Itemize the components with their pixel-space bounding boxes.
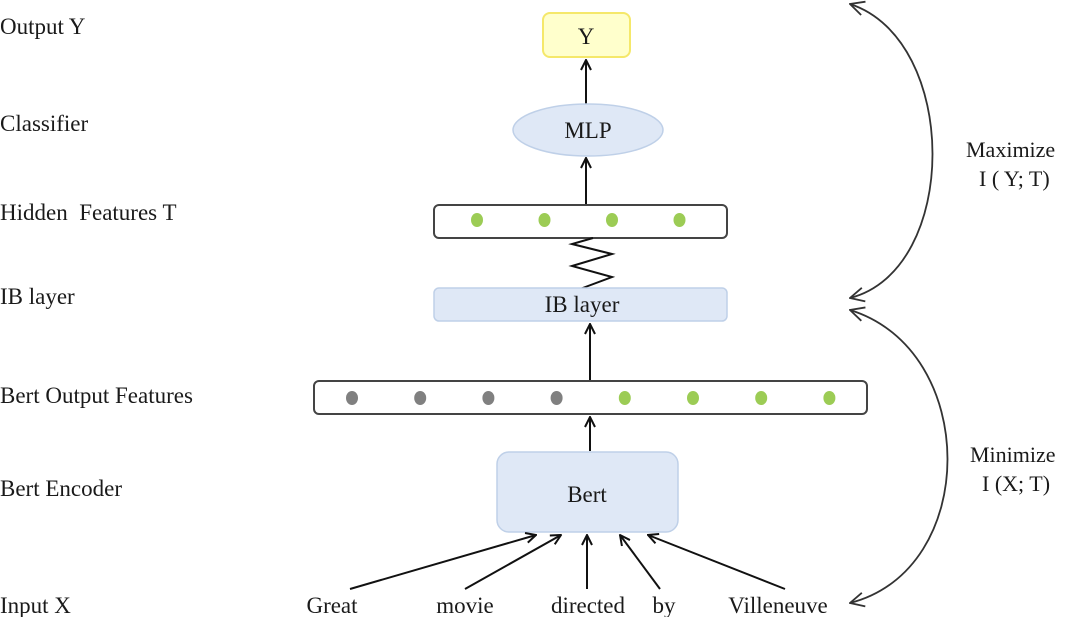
input-word: movie (436, 593, 494, 617)
maximize-curve-arrow (850, 4, 934, 298)
input-arrows (349, 535, 786, 590)
mlp-text: MLP (564, 118, 611, 143)
zigzag-sampling-icon (568, 237, 616, 290)
minimize-objective: Minimize I (X; T) (970, 442, 1056, 496)
mlp-ellipse (512, 103, 664, 157)
bert-output-frame (313, 380, 868, 415)
feature-dot-green (755, 391, 768, 405)
feature-dot-green (687, 391, 699, 405)
maximize-formula: I ( Y; T) (979, 166, 1050, 191)
hidden-features-frame (433, 204, 728, 239)
input-word: Villeneuve (728, 593, 828, 617)
bert-output-dots (346, 391, 836, 405)
hidden-feature-dots (471, 213, 686, 227)
arrow-word-great (349, 535, 536, 590)
bert-box (496, 451, 679, 533)
ib-layer-node: IB layer (433, 287, 728, 322)
input-word: by (653, 593, 677, 617)
bert-encoder-node: Bert (496, 451, 679, 533)
ib-layer-text: IB layer (545, 292, 620, 317)
hidden-features-bar (433, 204, 728, 239)
maximize-objective: Maximize I ( Y; T) (966, 137, 1055, 191)
feature-dot-green (538, 213, 551, 227)
feature-dot-gray (346, 391, 358, 405)
bert-output-features-bar (313, 380, 868, 415)
label-bert-encoder: Bert Encoder (0, 476, 122, 501)
feature-dot-green (618, 391, 631, 405)
label-bert-output-features: Bert Output Features (0, 383, 193, 408)
output-text: Y (578, 24, 595, 49)
feature-dot-green (823, 391, 836, 405)
feature-dot-green (471, 213, 483, 227)
maximize-label: Maximize (966, 137, 1055, 162)
feature-dot-gray (550, 391, 563, 405)
label-ib-layer: IB layer (0, 284, 75, 309)
minimize-formula: I (X; T) (982, 471, 1050, 496)
arrow-word-movie (464, 535, 561, 590)
ib-layer-box (433, 287, 728, 322)
arrow-word-by (620, 535, 661, 590)
layer-labels: Output Y Classifier Hidden Features T IB… (0, 14, 193, 617)
feature-dot-green (606, 213, 618, 227)
label-classifier: Classifier (0, 111, 88, 136)
arrow-word-villeneuve (648, 535, 786, 590)
input-words: Great movie directed by Villeneuve (306, 593, 827, 617)
bert-text: Bert (567, 482, 607, 507)
input-word: Great (306, 593, 358, 617)
mlp-node: MLP (512, 103, 664, 157)
output-box (542, 12, 631, 58)
input-word: directed (551, 593, 626, 617)
minimize-label: Minimize (970, 442, 1056, 467)
label-output-y: Output Y (0, 14, 86, 39)
label-input-x: Input X (0, 593, 71, 617)
output-node: Y (542, 12, 631, 58)
minimize-curve-arrow (850, 310, 949, 603)
feature-dot-green (673, 213, 686, 227)
feature-dot-gray (482, 391, 495, 405)
feature-dot-gray (414, 391, 427, 405)
label-hidden-features: Hidden Features T (0, 200, 177, 225)
